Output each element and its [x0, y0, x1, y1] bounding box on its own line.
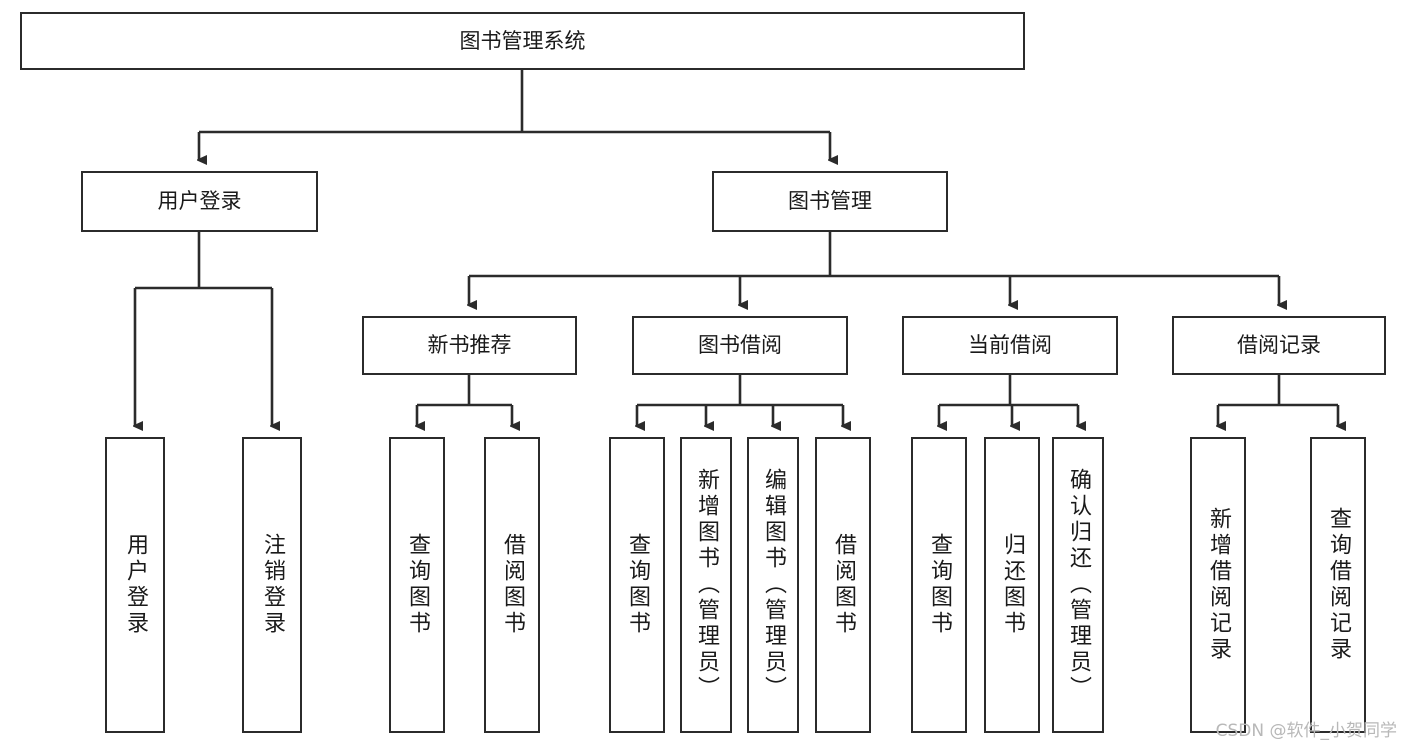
- node-current-borrow[interactable]: 当前借阅: [902, 316, 1118, 375]
- node-leaf-borrow-book-rec-label: 借阅图书: [500, 533, 525, 637]
- node-leaf-logout-label: 注销登录: [260, 533, 285, 637]
- node-leaf-add-book-label: 新增图书（管理员）: [694, 468, 719, 702]
- node-leaf-query-book-borrow-label: 查询图书: [625, 533, 650, 637]
- node-user-login[interactable]: 用户登录: [81, 171, 318, 232]
- node-leaf-edit-book[interactable]: 编辑图书（管理员）: [747, 437, 799, 733]
- node-current-borrow-label: 当前借阅: [968, 333, 1052, 358]
- node-leaf-query-book-cur-label: 查询图书: [927, 533, 952, 637]
- node-leaf-query-book-cur[interactable]: 查询图书: [911, 437, 967, 733]
- node-leaf-query-book-rec-label: 查询图书: [405, 533, 430, 637]
- node-leaf-add-book[interactable]: 新增图书（管理员）: [680, 437, 732, 733]
- node-leaf-query-book-rec[interactable]: 查询图书: [389, 437, 445, 733]
- node-leaf-query-record-label: 查询借阅记录: [1326, 507, 1351, 663]
- node-leaf-return-book[interactable]: 归还图书: [984, 437, 1040, 733]
- node-new-book-recommend[interactable]: 新书推荐: [362, 316, 577, 375]
- node-leaf-edit-book-label: 编辑图书（管理员）: [761, 468, 786, 702]
- node-root-label: 图书管理系统: [459, 28, 586, 53]
- node-borrow-record[interactable]: 借阅记录: [1172, 316, 1386, 375]
- node-leaf-query-book-borrow[interactable]: 查询图书: [609, 437, 665, 733]
- node-book-borrow[interactable]: 图书借阅: [632, 316, 848, 375]
- node-borrow-record-label: 借阅记录: [1237, 333, 1321, 358]
- node-leaf-user-login-label: 用户登录: [123, 533, 148, 637]
- node-leaf-add-record[interactable]: 新增借阅记录: [1190, 437, 1246, 733]
- node-leaf-borrow-book-label: 借阅图书: [831, 533, 856, 637]
- node-new-book-recommend-label: 新书推荐: [427, 333, 512, 358]
- node-user-login-label: 用户登录: [157, 189, 242, 214]
- node-book-borrow-label: 图书借阅: [698, 333, 782, 358]
- node-root[interactable]: 图书管理系统: [20, 12, 1025, 70]
- node-leaf-user-login[interactable]: 用户登录: [105, 437, 165, 733]
- node-book-manage-label: 图书管理: [788, 189, 872, 214]
- node-leaf-query-record[interactable]: 查询借阅记录: [1310, 437, 1366, 733]
- node-book-manage[interactable]: 图书管理: [712, 171, 948, 232]
- node-leaf-borrow-book[interactable]: 借阅图书: [815, 437, 871, 733]
- node-leaf-logout[interactable]: 注销登录: [242, 437, 302, 733]
- node-leaf-add-record-label: 新增借阅记录: [1206, 507, 1231, 663]
- csdn-watermark: CSDN @软件_小贺同学: [1215, 721, 1397, 741]
- node-leaf-borrow-book-rec[interactable]: 借阅图书: [484, 437, 540, 733]
- node-leaf-return-book-label: 归还图书: [1000, 533, 1025, 637]
- node-leaf-confirm-return-label: 确认归还（管理员）: [1066, 468, 1091, 702]
- node-leaf-confirm-return[interactable]: 确认归还（管理员）: [1052, 437, 1104, 733]
